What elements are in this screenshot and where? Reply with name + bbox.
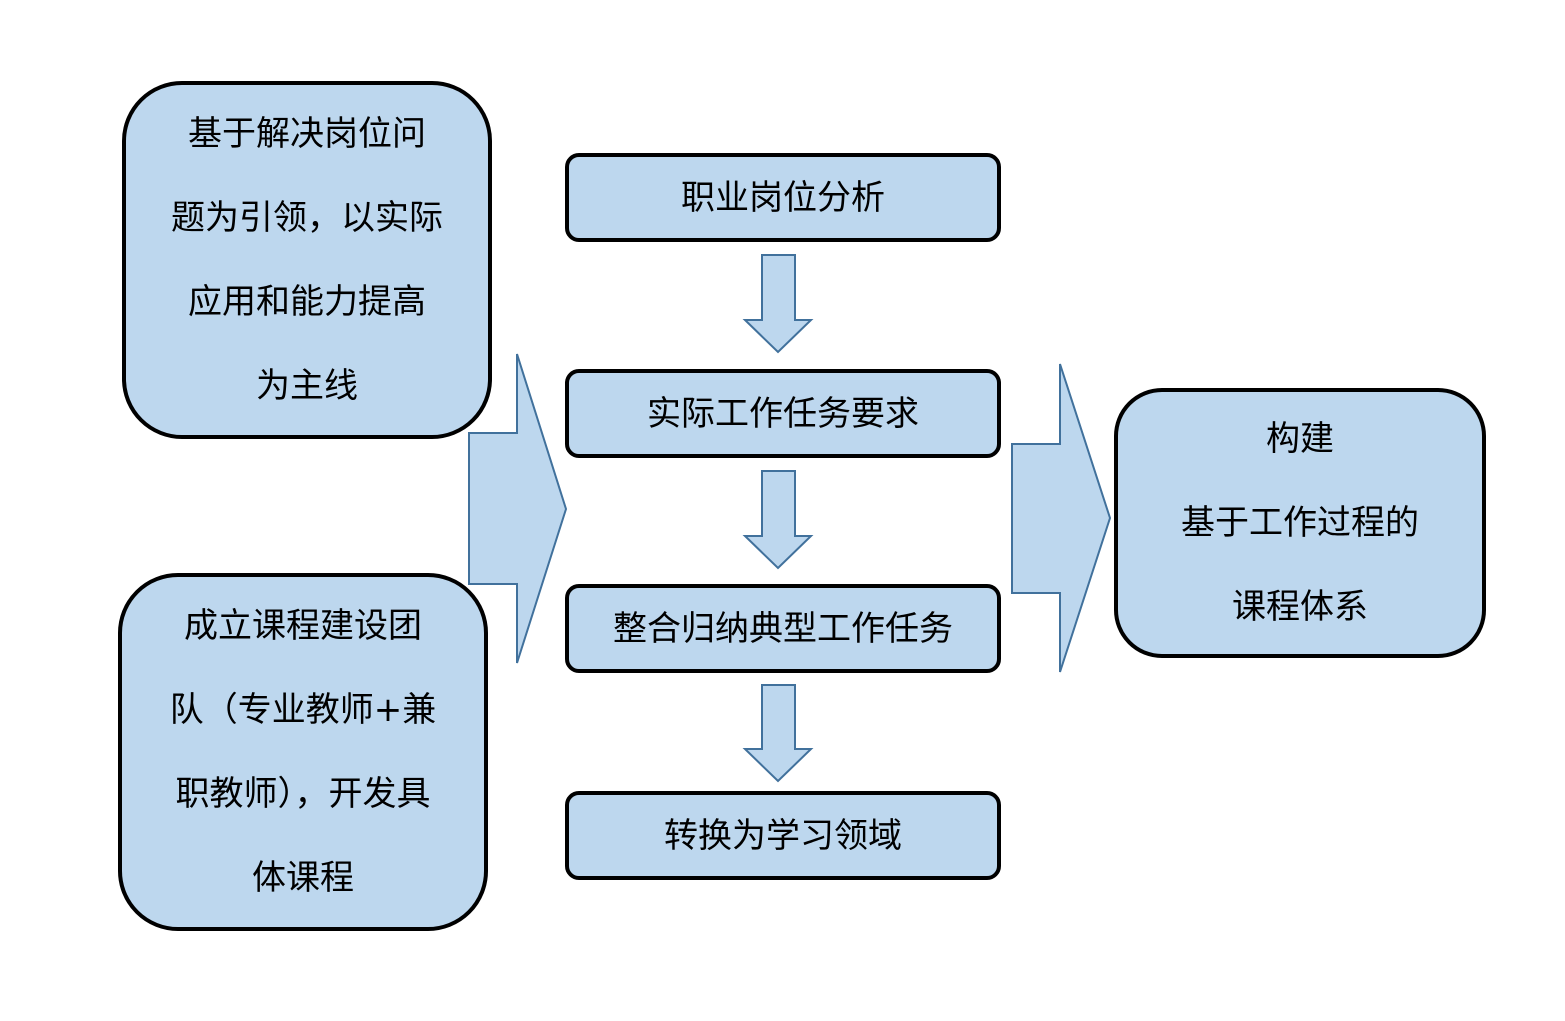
step-label-2: 实际工作任务要求 [647,393,919,434]
result-line-2: 基于工作过程的 [1181,503,1419,543]
step-label-1: 职业岗位分析 [681,177,885,218]
team-line-2: 队（专业教师+兼 [169,690,437,730]
principle-line-4: 为主线 [256,366,358,406]
principle-box: 基于解决岗位问 题为引领，以实际 应用和能力提高 为主线 [122,81,492,439]
down-arrow-2 [742,470,814,570]
team-line-4: 体课程 [252,858,354,898]
step-box-1: 职业岗位分析 [565,153,1001,242]
principle-line-3: 应用和能力提高 [188,282,426,322]
left-big-arrow [468,353,568,664]
team-line-3: 职教师），开发具 [175,774,431,814]
down-arrow-3 [742,684,814,783]
step-box-2: 实际工作任务要求 [565,369,1001,458]
right-big-arrow [1011,363,1112,673]
step-label-3: 整合归纳典型工作任务 [613,608,953,649]
result-line-3: 课程体系 [1232,587,1368,627]
result-box: 构建 基于工作过程的 课程体系 [1114,388,1486,658]
principle-line-1: 基于解决岗位问 [188,114,426,154]
team-box: 成立课程建设团 队（专业教师+兼 职教师），开发具 体课程 [118,573,488,931]
step-label-4: 转换为学习领域 [664,815,902,856]
step-box-4: 转换为学习领域 [565,791,1001,880]
down-arrow-1 [742,254,814,354]
step-box-3: 整合归纳典型工作任务 [565,584,1001,673]
result-line-1: 构建 [1266,419,1334,459]
principle-line-2: 题为引领，以实际 [171,198,443,238]
team-line-1: 成立课程建设团 [184,606,422,646]
